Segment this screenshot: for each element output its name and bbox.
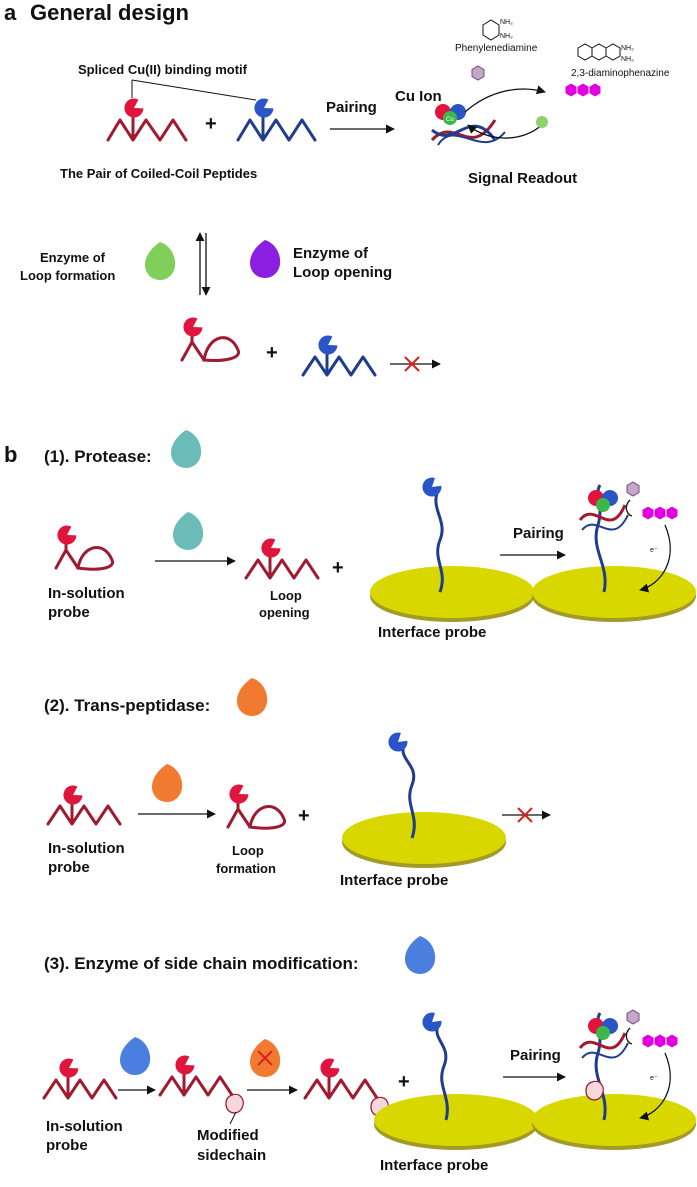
sidechain-modified-peptide — [158, 1052, 244, 1114]
phenylenediamine-structure-icon: NH₂ NH₂ — [482, 19, 513, 41]
sidechain-probe-label-1: In-solution — [46, 1118, 123, 1135]
sidechain-title: (3). Enzyme of side chain modification: — [44, 954, 359, 973]
transpeptidase-arrow-enzyme-icon — [152, 764, 183, 802]
panel-a-letter: a — [4, 0, 17, 25]
loop-opening-enzyme-icon — [250, 240, 281, 278]
sidechain-product-peptide — [303, 1055, 389, 1117]
cu-ion-label: Cu Ion — [395, 88, 442, 105]
protease-probe-label-1: In-solution — [48, 585, 125, 602]
protease-electron-label: e⁻ — [650, 547, 658, 554]
cu-small-icon — [536, 116, 548, 128]
svg-text:NH₂: NH₂ — [500, 19, 513, 26]
diaminophenazine-structure-icon: NH₂ NH₂ — [577, 43, 634, 63]
protease-arrow-enzyme-icon — [173, 512, 204, 550]
product-label: 2,3-diaminophenazine — [571, 68, 670, 79]
transpeptidase-probe-label-1: In-solution — [48, 840, 125, 857]
motif-leader-right — [131, 79, 257, 101]
sidechain-probe — [42, 1055, 118, 1100]
panel-b-letter: b — [4, 442, 17, 467]
modified-label-1: Modified — [197, 1127, 259, 1144]
svg-text:NH₂: NH₂ — [621, 56, 634, 63]
sidechain-plus: + — [398, 1071, 410, 1093]
panel-a-title: General design — [30, 0, 189, 25]
blue-peptide — [236, 95, 317, 142]
transpeptidase-result-label-2: formation — [216, 861, 276, 876]
sidechain-enzyme-icon — [405, 936, 436, 974]
transpeptidase-probe-label-2: probe — [48, 859, 90, 876]
modified-label-2: sidechain — [197, 1147, 266, 1164]
plus-sign: + — [205, 113, 217, 135]
motif-label: Spliced Cu(II) binding motif — [78, 62, 248, 77]
signal-label: Signal Readout — [468, 170, 577, 187]
sidechain-interface-probe — [374, 1009, 538, 1150]
protease-interface-label: Interface probe — [378, 624, 486, 641]
protease-pairing-label: Pairing — [513, 525, 564, 542]
blue-peptide-2 — [301, 332, 377, 377]
protease-result-label-2: opening — [259, 605, 310, 620]
modified-leader — [229, 1111, 237, 1125]
protease-interface-probe — [370, 474, 534, 622]
transpeptidase-enzyme-icon — [237, 678, 268, 716]
protease-probe-label-2: probe — [48, 604, 90, 621]
sidechain-electron-label: e⁻ — [650, 1075, 658, 1082]
transpeptidase-probe — [46, 782, 122, 826]
loop-formation-label-2: Loop formation — [20, 268, 115, 283]
protease-opened-peptide — [244, 535, 320, 580]
protease-enzyme-icon — [171, 430, 202, 468]
sidechain-probe-label-2: probe — [46, 1137, 88, 1154]
plus-sign-2: + — [266, 342, 278, 364]
transpeptidase-interface-label: Interface probe — [340, 872, 448, 889]
transpeptidase-title: (2). Trans-peptidase: — [44, 696, 210, 715]
loop-formation-enzyme-icon — [145, 242, 176, 280]
catalysis-arrow-bottom — [467, 123, 544, 139]
hexagon-icon — [471, 65, 485, 81]
svg-text:NH₂: NH₂ — [500, 33, 513, 40]
phenazine-icon — [564, 82, 602, 98]
pairing-label-a: Pairing — [326, 99, 377, 116]
sidechain-signal-complex: e⁻ — [532, 1009, 696, 1150]
catalysis-arrow-top — [464, 85, 546, 113]
protease-probe — [53, 522, 115, 571]
sidechain-arrow-enzyme-icon — [120, 1037, 151, 1075]
protease-result-label-1: Loop — [270, 588, 302, 603]
sidechain-pairing-label: Pairing — [510, 1047, 561, 1064]
svg-text:NH₂: NH₂ — [621, 45, 634, 52]
red-peptide — [106, 95, 188, 142]
transpeptidase-looped-peptide — [225, 781, 287, 830]
loop-opening-label-1: Enzyme of — [293, 245, 369, 262]
reagent-label: Phenylenediamine — [455, 43, 538, 54]
pair-label: The Pair of Coiled-Coil Peptides — [60, 166, 257, 181]
protease-plus: + — [332, 557, 344, 579]
loop-formation-label-1: Enzyme of — [40, 250, 106, 265]
protease-title: (1). Protease: — [44, 447, 152, 466]
transpeptidase-result-label-1: Loop — [232, 843, 264, 858]
transpeptidase-plus: + — [298, 805, 310, 827]
paired-complex: Cu — [430, 104, 506, 146]
transpeptidase-interface-probe — [342, 729, 506, 868]
protease-signal-complex: e⁻ — [532, 481, 696, 622]
looped-red-peptide — [179, 314, 241, 362]
sidechain-interface-label: Interface probe — [380, 1157, 488, 1174]
loop-opening-label-2: Loop opening — [293, 264, 392, 281]
svg-text:Cu: Cu — [446, 117, 454, 123]
